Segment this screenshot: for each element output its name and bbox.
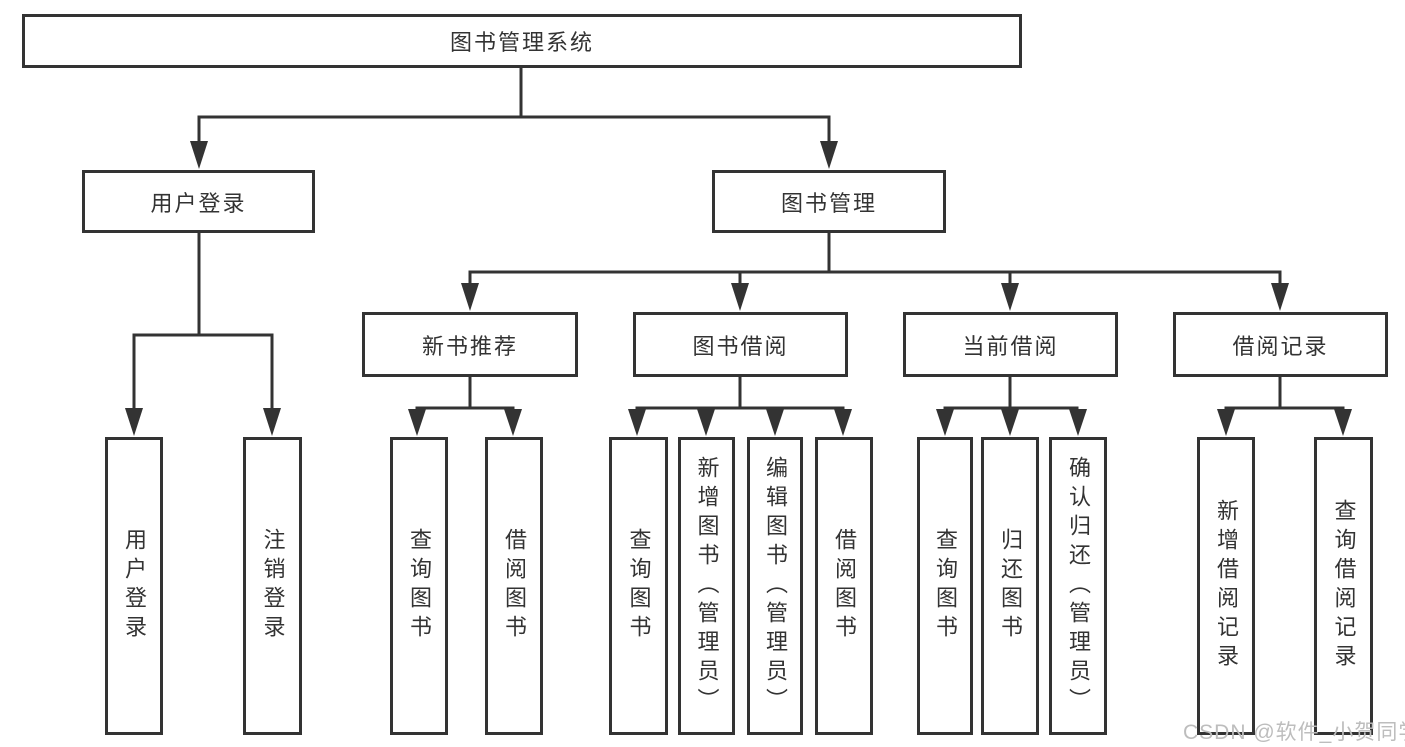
- node-leaf-edit-book-admin: 编辑图书（管理员）: [747, 437, 803, 735]
- connector-borrow-records: [1217, 377, 1352, 436]
- node-new-book-rec: 新书推荐: [362, 312, 578, 377]
- node-leaf-user-login: 用户登录: [105, 437, 163, 735]
- node-leaf-user-login-label: 用户登录: [122, 528, 147, 644]
- node-book-mgmt-label: 图书管理: [780, 190, 877, 216]
- node-current-borrow-label: 当前借阅: [962, 333, 1059, 359]
- node-leaf-borrow-books-1: 借阅图书: [485, 437, 543, 735]
- node-leaf-add-borrow-record-label: 新增借阅记录: [1214, 499, 1239, 673]
- connector-root: [190, 68, 838, 169]
- node-leaf-return-book: 归还图书: [981, 437, 1039, 735]
- connector-book-mgmt: [461, 233, 1289, 311]
- node-borrow-records-label: 借阅记录: [1232, 333, 1329, 359]
- node-current-borrow: 当前借阅: [903, 312, 1118, 377]
- node-leaf-logout: 注销登录: [243, 437, 302, 735]
- node-book-borrow: 图书借阅: [633, 312, 848, 377]
- node-leaf-confirm-return-admin: 确认归还（管理员）: [1049, 437, 1107, 735]
- node-leaf-borrow-books-1-label: 借阅图书: [502, 528, 527, 644]
- node-leaf-add-borrow-record: 新增借阅记录: [1197, 437, 1255, 735]
- node-user-login: 用户登录: [82, 170, 315, 233]
- node-leaf-add-book-admin-label: 新增图书（管理员）: [694, 455, 720, 717]
- node-leaf-logout-label: 注销登录: [260, 528, 286, 644]
- node-leaf-query-books-3-label: 查询图书: [933, 528, 958, 644]
- node-leaf-query-books-1: 查询图书: [390, 437, 448, 735]
- node-leaf-borrow-books-2: 借阅图书: [815, 437, 873, 735]
- node-leaf-confirm-return-admin-label: 确认归还（管理员）: [1066, 455, 1091, 717]
- node-leaf-query-books-2-label: 查询图书: [626, 528, 652, 644]
- node-borrow-records: 借阅记录: [1173, 312, 1388, 377]
- node-leaf-add-book-admin: 新增图书（管理员）: [678, 437, 735, 735]
- node-root-label: 图书管理系统: [449, 30, 594, 55]
- connector-user-login: [125, 233, 281, 436]
- node-leaf-query-books-3: 查询图书: [917, 437, 973, 735]
- node-root: 图书管理系统: [22, 14, 1022, 68]
- node-leaf-query-books-1-label: 查询图书: [407, 528, 432, 644]
- node-new-book-rec-label: 新书推荐: [421, 333, 518, 359]
- node-book-borrow-label: 图书借阅: [692, 333, 789, 359]
- node-leaf-query-books-2: 查询图书: [609, 437, 668, 735]
- node-leaf-query-borrow-record: 查询借阅记录: [1314, 437, 1373, 735]
- node-leaf-edit-book-admin-label: 编辑图书（管理员）: [763, 455, 788, 717]
- node-book-mgmt: 图书管理: [712, 170, 946, 233]
- connector-new-book-rec: [408, 377, 522, 436]
- node-leaf-return-book-label: 归还图书: [998, 528, 1023, 644]
- connector-book-borrow: [628, 377, 852, 436]
- node-leaf-query-borrow-record-label: 查询借阅记录: [1331, 499, 1357, 673]
- connector-current-borrow: [936, 377, 1087, 436]
- node-user-login-label: 用户登录: [150, 190, 247, 216]
- node-leaf-borrow-books-2-label: 借阅图书: [832, 528, 857, 644]
